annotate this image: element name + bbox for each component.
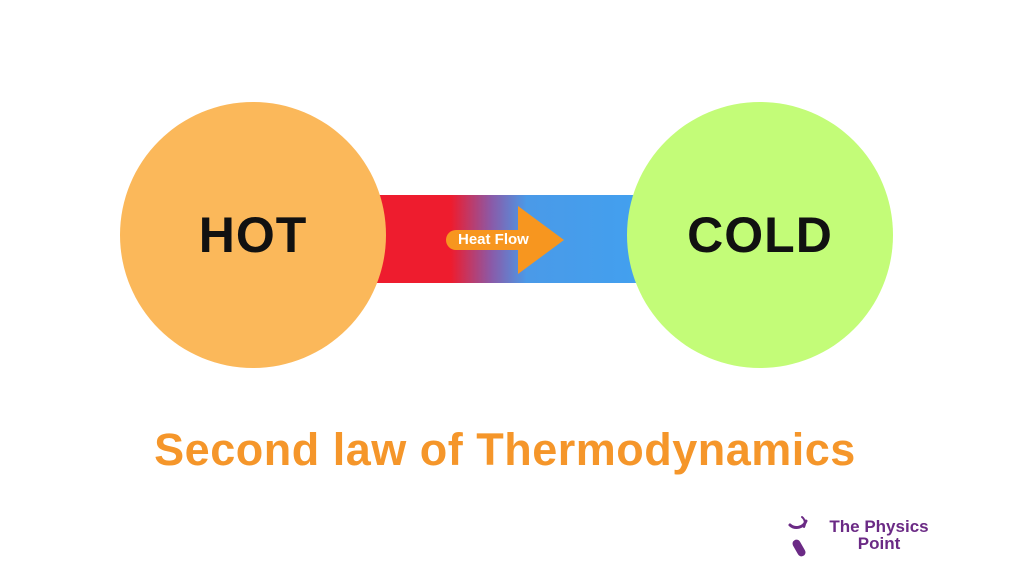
magnifier-logo-icon bbox=[788, 516, 808, 557]
logo: The Physics Point bbox=[786, 515, 929, 566]
heat-flow-label: Heat Flow bbox=[458, 231, 529, 248]
logo-text: The Physics Point bbox=[814, 518, 944, 552]
diagram-title: Second law of Thermodynamics bbox=[154, 424, 856, 475]
logo-line-1: The Physics bbox=[829, 517, 929, 536]
cold-label: COLD bbox=[687, 207, 833, 263]
hot-body-circle: HOT bbox=[120, 102, 386, 368]
hot-label: HOT bbox=[198, 207, 308, 263]
cold-body-circle: COLD bbox=[627, 102, 893, 368]
logo-line-2: Point bbox=[857, 534, 901, 553]
heat-flow-arrow-icon bbox=[446, 206, 564, 274]
